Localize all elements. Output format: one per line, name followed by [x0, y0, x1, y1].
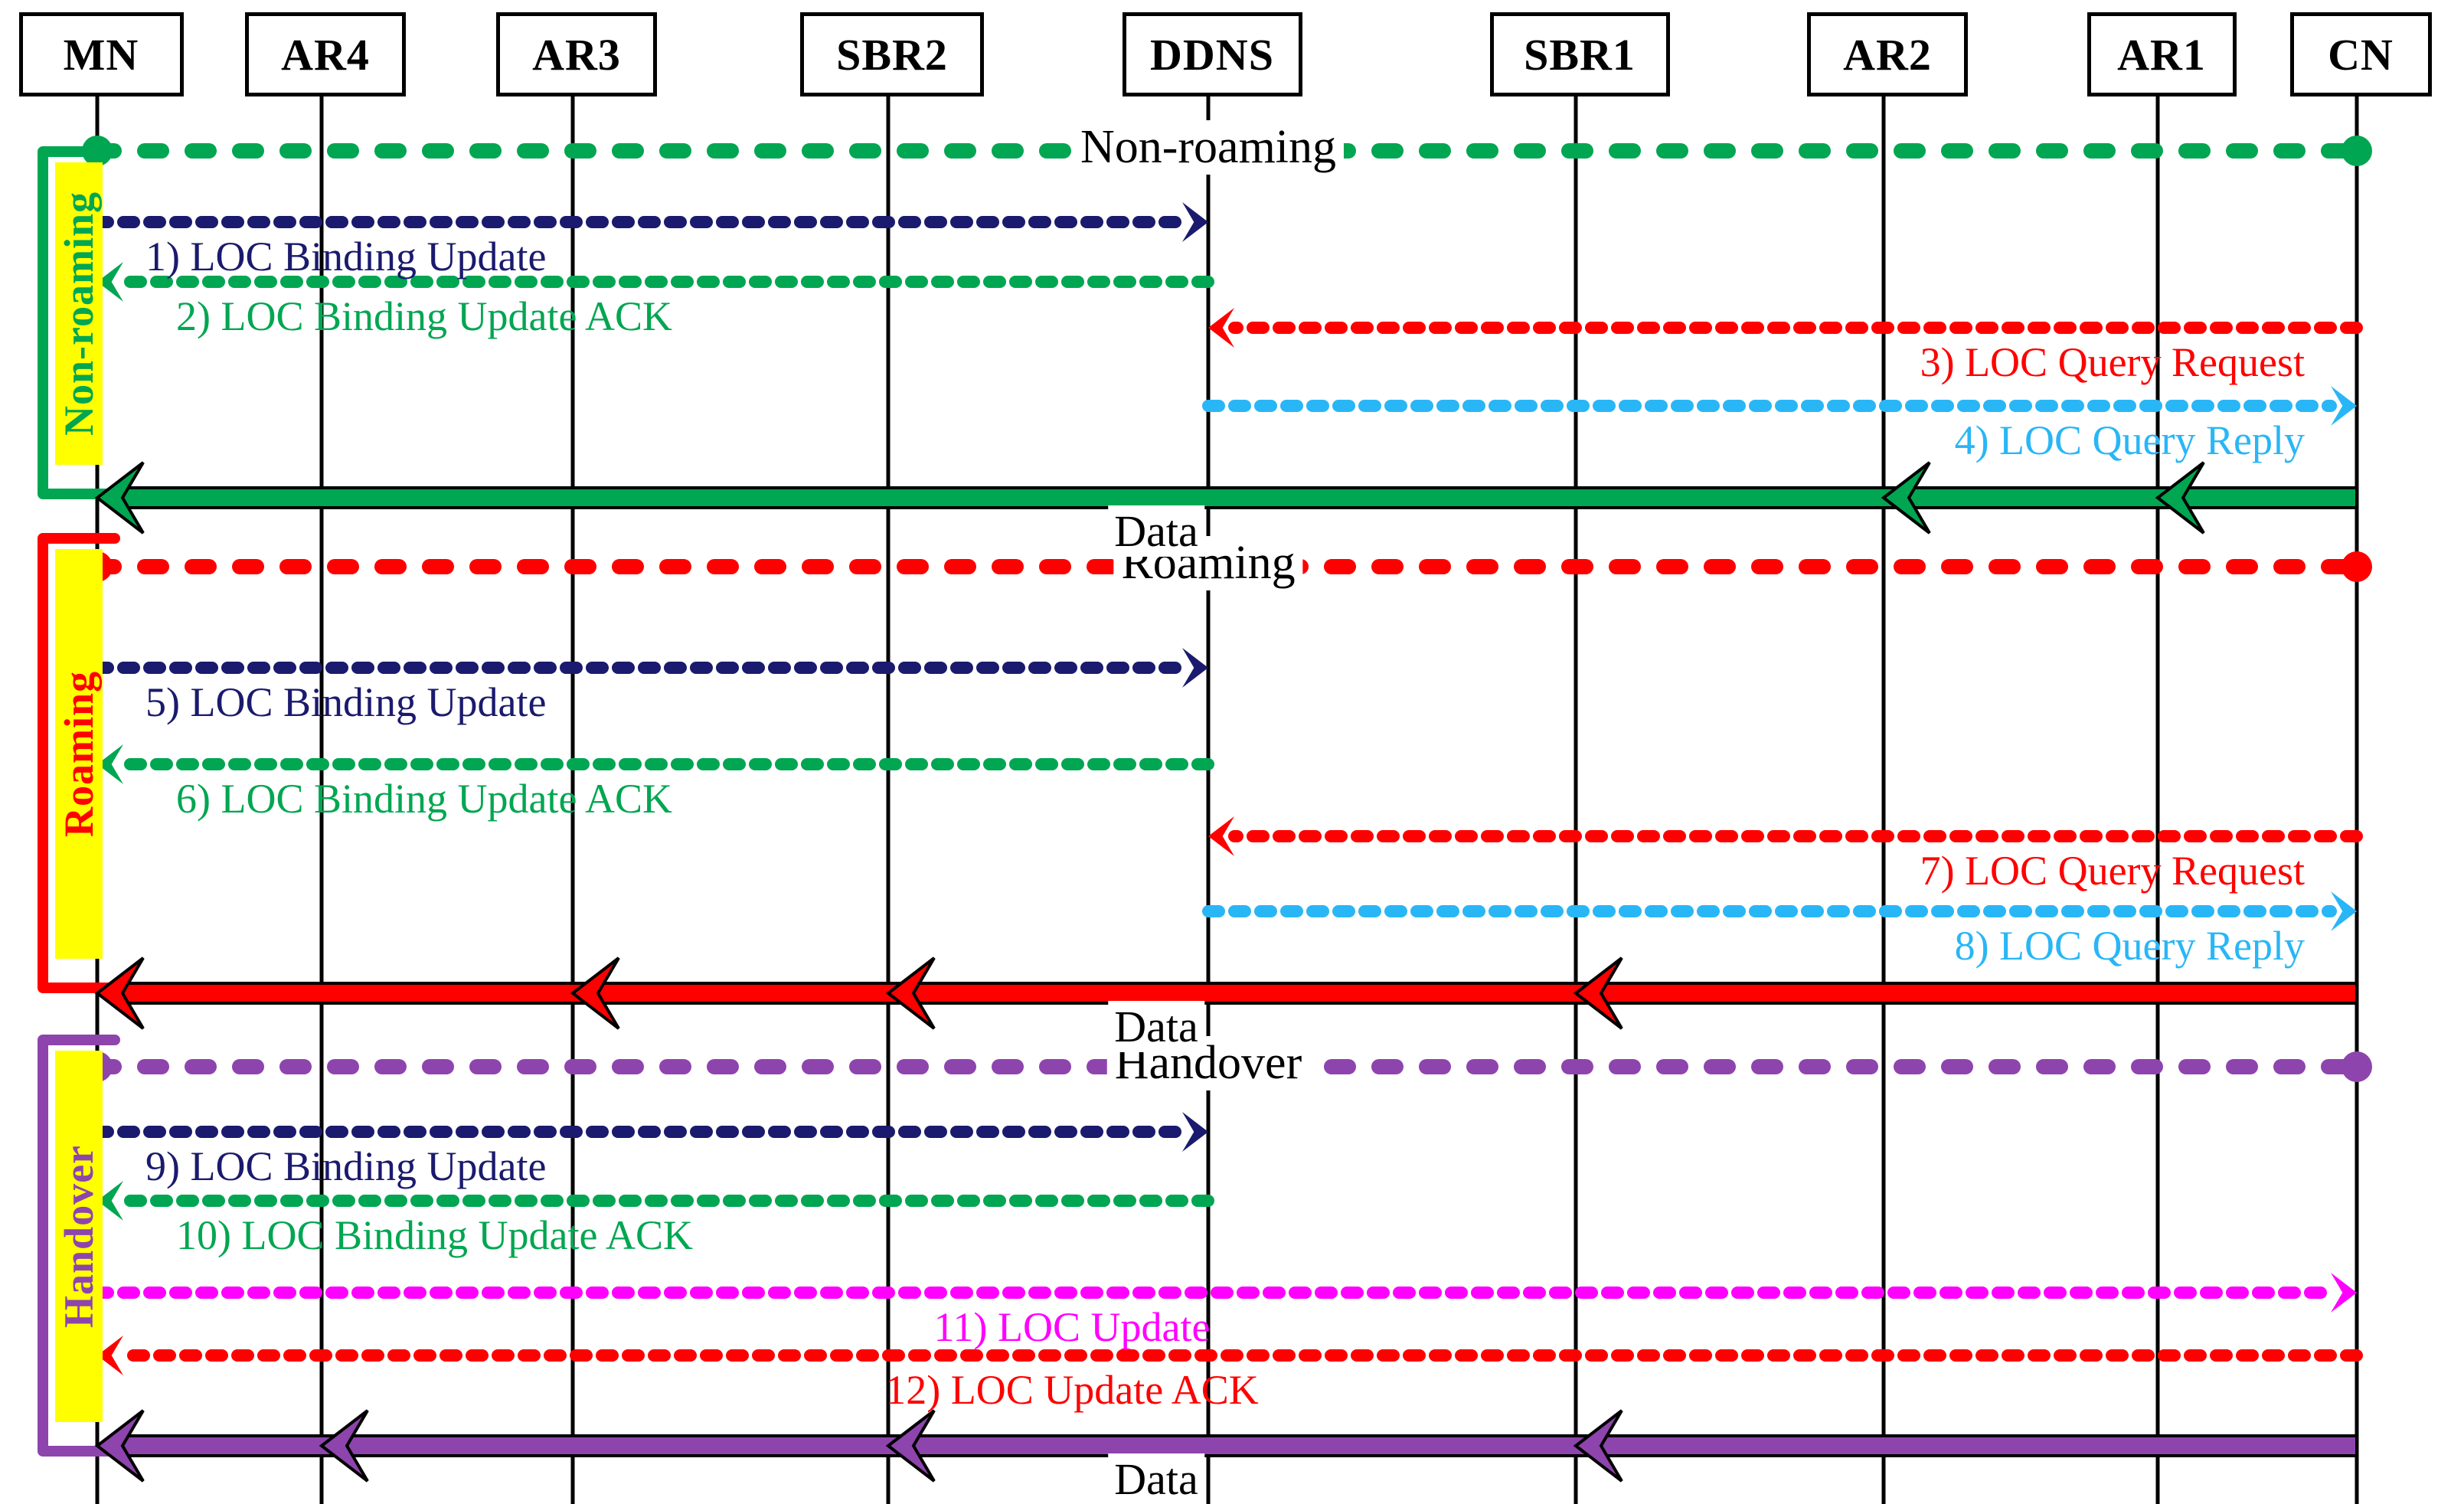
message-label-6: 6) LOC Binding Update ACK — [176, 776, 672, 822]
lifeline-label: DDNS — [1150, 29, 1274, 80]
data-flow-label-0: Data — [1108, 505, 1204, 557]
message-label-8: 8) LOC Query Reply — [1954, 923, 2305, 969]
data-flow-2[interactable] — [94, 1409, 2358, 1483]
message-label-7: 7) LOC Query Request — [1920, 848, 2305, 894]
message-label-5: 5) LOC Binding Update — [145, 679, 547, 725]
message-label-3: 3) LOC Query Request — [1920, 339, 2305, 385]
lifeline-label: AR1 — [2117, 29, 2206, 80]
message-label-2: 2) LOC Binding Update ACK — [176, 293, 672, 339]
phase-separator-label: Non-roaming — [1072, 120, 1345, 175]
data-flow-label-1: Data — [1108, 1001, 1204, 1052]
phase-label-roaming: Roaming — [55, 549, 103, 959]
phase-label-text: Handover — [56, 1145, 102, 1329]
lifeline-box-ddns[interactable]: DDNS — [1122, 12, 1302, 96]
lifeline-label: AR3 — [532, 29, 621, 80]
data-flow-label-2: Data — [1108, 1453, 1204, 1504]
lifeline-box-ar4[interactable]: AR4 — [245, 12, 406, 96]
lifeline-box-ar1[interactable]: AR1 — [2087, 12, 2237, 96]
phase-label-text: Roaming — [56, 671, 102, 838]
phase-label-text: Non-roaming — [56, 191, 102, 436]
lifeline-label: SBR1 — [1524, 29, 1636, 80]
lifeline-box-sbr1[interactable]: SBR1 — [1489, 12, 1670, 96]
message-label-1: 1) LOC Binding Update — [145, 234, 547, 280]
lifeline-label: AR2 — [1843, 29, 1932, 80]
lifeline-box-mn[interactable]: MN — [18, 12, 184, 96]
lifeline-label: AR4 — [281, 29, 370, 80]
lifeline-box-ar3[interactable]: AR3 — [496, 12, 657, 96]
message-label-9: 9) LOC Binding Update — [145, 1143, 547, 1189]
message-label-12: 12) LOC Update ACK — [885, 1367, 1259, 1413]
phase-label-handover: Handover — [55, 1051, 103, 1422]
lifeline-label: MN — [63, 29, 139, 80]
phase-label-non-roaming: Non-roaming — [55, 162, 103, 465]
message-label-4: 4) LOC Query Reply — [1954, 417, 2305, 463]
message-11[interactable] — [91, 1273, 2357, 1313]
message-label-11: 11) LOC Update — [933, 1304, 1211, 1350]
lifeline-box-sbr2[interactable]: SBR2 — [800, 12, 984, 96]
lifeline-label: CN — [2328, 29, 2394, 80]
lifeline-label: SBR2 — [836, 29, 948, 80]
message-label-10: 10) LOC Binding Update ACK — [176, 1212, 693, 1258]
lifeline-box-ar2[interactable]: AR2 — [1807, 12, 1968, 96]
lifeline-box-cn[interactable]: CN — [2289, 12, 2432, 96]
data-flow-0[interactable] — [94, 461, 2358, 535]
